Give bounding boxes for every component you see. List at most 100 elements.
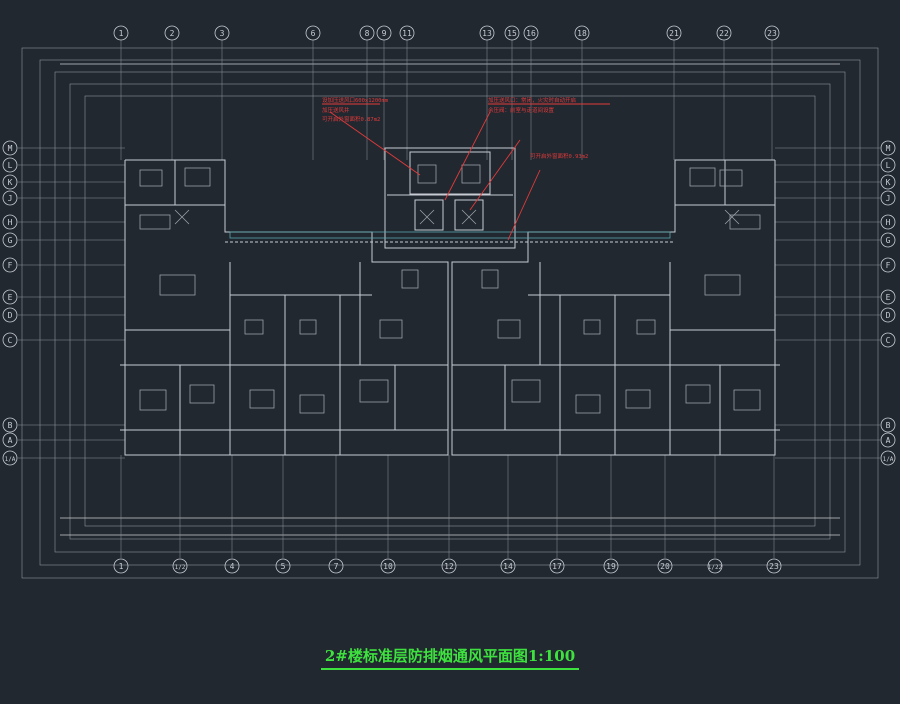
axis-bubble-right-label: E [886,293,891,302]
axis-bubble-top [113,25,129,41]
fixture [249,389,275,409]
axis-bubble-right-label: D [886,311,891,320]
fixture [583,319,601,335]
axis-bubble-right-label: A [886,436,891,445]
axis-bubble-top-label: 15 [507,29,517,38]
axis-bubble-top [164,25,180,41]
axis-bubble-top-label: 3 [220,29,225,38]
fixture [497,319,521,339]
fixture [189,384,215,404]
fixture [244,319,264,335]
axis-bubble-bottom [549,558,565,574]
red-annotations: 设加压送风口600x1200mm加压送风井可开启外窗面积0.87m2加压送风口：… [322,96,588,160]
axis-bubble-left [2,190,18,206]
fixture [685,384,711,404]
right-wing-outline [451,159,776,456]
leader-line [329,111,421,176]
axis-bubble-bottom [603,558,619,574]
fixture [729,214,761,230]
fixture [139,169,163,187]
annotation-text: 加压送风口：常闭，火灾时自动开启 [488,96,576,104]
axis-bubble-top-label: 2 [170,29,175,38]
fixture [461,164,481,184]
axis-bubble-top [666,25,682,41]
shaft-cross [724,209,740,225]
fixture [733,389,761,411]
fixture [417,164,437,184]
axis-bubble-right-label: F [886,261,891,270]
axis-bubble-right-label: M [886,144,891,153]
axis-bubble-left-label: E [8,293,13,302]
axis-bubble-right [880,307,896,323]
stair-core [384,147,516,249]
axis-bubble-top-label: 8 [365,29,370,38]
axis-bubble-top-label: 16 [526,29,536,38]
leader-line [507,169,541,241]
axis-bubble-left-label: B [8,421,13,430]
axis-bubble-top [376,25,392,41]
axis-bubble-bottom-label: 1/2 [175,564,186,571]
axis-bubble-right-label: J [886,194,891,203]
axis-bubble-bottom-label: 1 [119,562,124,571]
axis-bubble-top-label: 13 [482,29,492,38]
axis-bubble-top [479,25,495,41]
leader-line [469,139,521,211]
axis-bubble-left-label: H [8,218,13,227]
axis-bubble-right [880,432,896,448]
axis-bubble-bottom-label: 20 [660,562,670,571]
fixture [481,269,499,289]
axis-bubble-top-label: 18 [577,29,587,38]
fixture [704,274,741,296]
axis-bubble-top [359,25,375,41]
annotation-text: 设加压送风口600x1200mm [322,96,389,104]
axis-bubble-left-label: 1/A [5,456,16,463]
axis-bubble-top-label: 21 [669,29,679,38]
axis-bubble-left-label: G [8,236,13,245]
axis-bubble-left [2,214,18,230]
dimension-frame [54,71,846,553]
axis-bubble-right [880,332,896,348]
corridor-hatch [229,231,671,239]
axis-bubble-top [504,25,520,41]
axis-bubble-bottom [441,558,457,574]
axis-bubble-top [523,25,539,41]
axis-bubble-bottom [707,558,723,574]
annotation-text: 可开启外窗面积0.93m2 [530,152,588,160]
fixture [299,319,317,335]
fixture [299,394,325,414]
axis-bubble-top-label: 6 [311,29,316,38]
axis-bubble-right-label: K [886,178,891,187]
axis-bubble-left [2,157,18,173]
building-plan [120,147,780,456]
elevator-1 [414,199,444,231]
axis-bubble-right-label: B [886,421,891,430]
axis-bubble-right [880,174,896,190]
axis-bubble-right [880,417,896,433]
elevator-2 [454,199,484,231]
fixture [139,389,167,411]
shaft-cross [174,209,190,225]
axis-bubble-left-label: C [8,336,13,345]
shaft-cross [461,209,477,225]
axis-bubble-right-label: H [886,218,891,227]
axis-bubble-left-label: D [8,311,13,320]
axis-bubble-left-label: A [8,436,13,445]
axis-bubble-bottom [172,558,188,574]
axis-bubble-right [880,232,896,248]
drawing-title: 2#楼标准层防排烟通风平面图1:100 [0,645,900,670]
axis-bubble-bottom [224,558,240,574]
axis-bubble-right-label: C [886,336,891,345]
axis-bubble-left-label: M [8,144,13,153]
axis-bubble-top-label: 23 [767,29,777,38]
stair [409,151,491,195]
fixture [159,274,196,296]
axis-bubble-top-label: 9 [382,29,387,38]
axis-bubble-bottom [113,558,129,574]
axis-bubble-bottom-label: 17 [552,562,562,571]
left-wing-outline [124,159,449,456]
axis-bubble-bottom [657,558,673,574]
axis-grid [18,40,880,558]
axis-bubble-bottom-label: 19 [606,562,616,571]
axis-bubble-bottom-label: 4 [230,562,235,571]
